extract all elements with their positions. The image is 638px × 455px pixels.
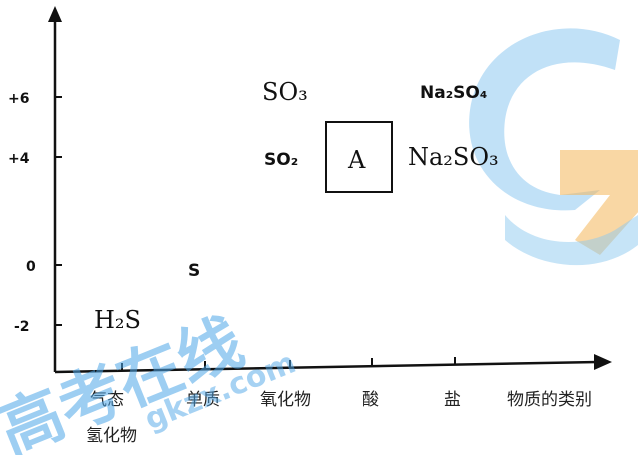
x-category-label: 单质 bbox=[186, 390, 220, 410]
substance-na2so4: Na₂SO₄ bbox=[420, 83, 487, 103]
x-category-line: 气态 bbox=[90, 390, 124, 410]
y-tick-label: +4 bbox=[8, 151, 30, 167]
x-axis-arrow bbox=[594, 354, 612, 370]
unknown-a-box bbox=[325, 121, 393, 193]
substance-so2: SO₂ bbox=[264, 150, 298, 170]
x-category-label: 氧化物 bbox=[260, 390, 311, 410]
substance-a: A bbox=[347, 146, 366, 174]
x-axis-label: 物质的类别 bbox=[507, 390, 592, 410]
x-axis bbox=[54, 360, 599, 374]
y-tick-label: -2 bbox=[14, 319, 30, 335]
substance-s: S bbox=[188, 261, 200, 281]
y-tick-label: +6 bbox=[8, 91, 29, 107]
x-category-label: 酸 bbox=[362, 390, 379, 410]
y-axis-arrow bbox=[48, 6, 62, 22]
x-category-label: 气态 bbox=[90, 390, 124, 410]
y-tick-label: 0 bbox=[26, 259, 36, 275]
x-category-label: 氢化物 bbox=[86, 426, 137, 446]
x-category-label: 盐 bbox=[444, 390, 461, 410]
substance-na2so3: Na₂SO₃ bbox=[408, 143, 499, 171]
substance-h2s: H₂S bbox=[94, 306, 141, 334]
x-category-line: 氢化物 bbox=[86, 426, 137, 446]
substance-so3: SO₃ bbox=[262, 78, 308, 106]
